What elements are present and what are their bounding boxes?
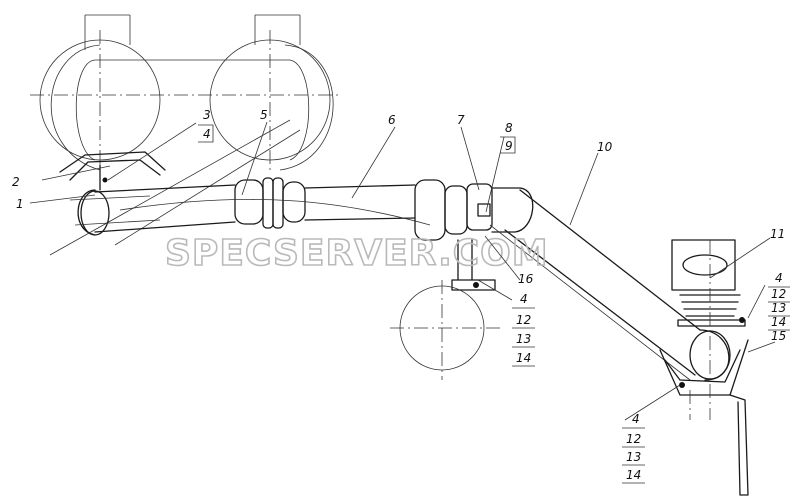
callout-g3-4: 4 xyxy=(632,412,640,426)
callout-g3-13: 13 xyxy=(626,450,641,464)
callout-g2-13: 13 xyxy=(771,301,786,315)
bolt-icon xyxy=(473,282,479,288)
callout-6: 6 xyxy=(388,113,396,127)
leader-lines xyxy=(29,121,776,421)
callout-g3-12: 12 xyxy=(626,432,641,446)
callout-g1-14: 14 xyxy=(516,351,531,365)
callout-15: 15 xyxy=(771,329,786,343)
callout-7: 7 xyxy=(457,113,465,127)
callout-1: 1 xyxy=(16,197,24,211)
callout-8: 8 xyxy=(505,121,513,135)
bolt-icon xyxy=(739,317,745,323)
callout-g1-13: 13 xyxy=(516,332,531,346)
callout-16: 16 xyxy=(518,272,534,286)
callout-10: 10 xyxy=(597,140,613,154)
clamp-joint xyxy=(414,179,534,241)
outlet-assembly xyxy=(671,239,746,327)
front-pipe xyxy=(69,184,236,236)
callout-5: 5 xyxy=(260,108,268,122)
callout-g2-4: 4 xyxy=(775,271,783,285)
callout-g2-14: 14 xyxy=(771,315,786,329)
callout-2: 2 xyxy=(12,175,20,189)
rear-bracket xyxy=(659,240,749,496)
callout-9: 9 xyxy=(505,139,513,153)
bolt-icon xyxy=(102,177,108,183)
bolt-icon xyxy=(679,382,685,388)
callout-3: 3 xyxy=(203,108,211,122)
callout-g1-12: 12 xyxy=(516,313,531,327)
pipe-hanger xyxy=(390,239,500,380)
callout-labels: 2 1 3 4 5 6 7 8 9 10 11 16 4 12 13 14 4 … xyxy=(12,108,790,484)
heat-shield xyxy=(59,151,166,191)
watermark: SPECSERVER.COM xyxy=(165,233,549,274)
callout-g2-12: 12 xyxy=(771,287,786,301)
callout-g3-14: 14 xyxy=(626,468,641,482)
middle-pipe xyxy=(119,184,431,226)
engine-outline xyxy=(30,14,340,256)
callout-11: 11 xyxy=(770,227,785,241)
callout-g1-4: 4 xyxy=(520,292,528,306)
callout-4-top: 4 xyxy=(203,127,211,141)
